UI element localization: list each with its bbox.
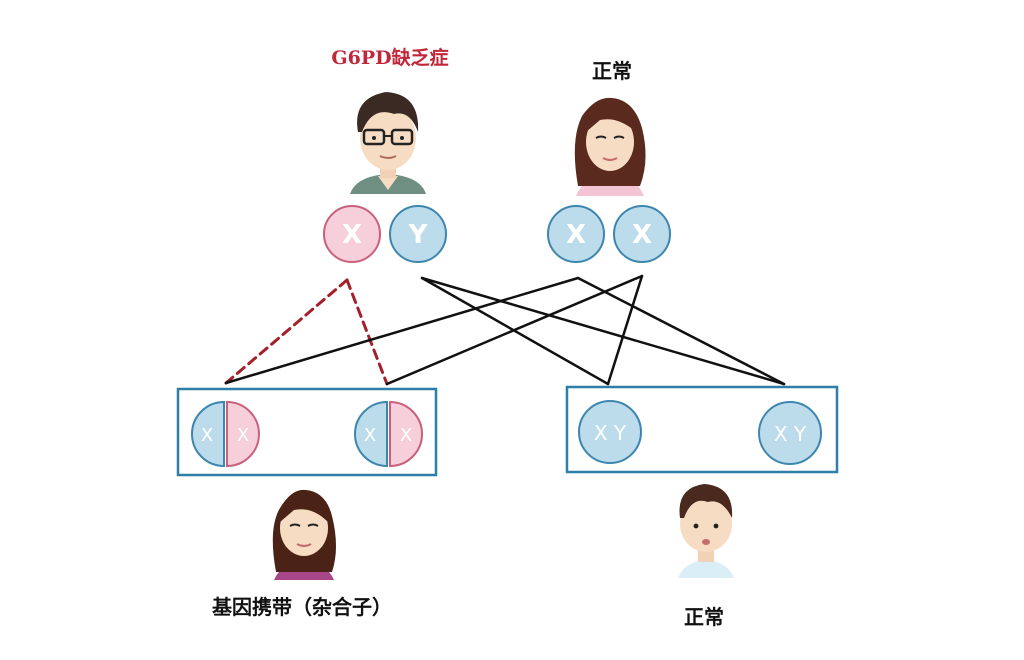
father-avatar-icon: [350, 92, 426, 194]
daughter-avatar-icon: [272, 489, 336, 580]
svg-text:X Y: X Y: [594, 421, 627, 445]
sons-box: [565, 385, 839, 474]
svg-text:X: X: [342, 220, 362, 250]
y-line-son-2: [420, 276, 786, 386]
daughter-label: 基因携带（杂合子）: [212, 595, 392, 619]
inheritance-lines: [224, 274, 786, 386]
mother-label: 正常: [592, 59, 632, 83]
father-y-chromosome: Y: [389, 205, 447, 263]
mother-x1-line-son: [576, 276, 786, 386]
son-genotype-1: X Y: [578, 400, 642, 464]
father-x-chromosome: X: [323, 205, 381, 263]
svg-text:X: X: [566, 220, 586, 250]
svg-text:X: X: [400, 425, 412, 446]
mother-x-chromosome-2: X: [613, 205, 671, 263]
daughter-genotype-1: X X: [191, 400, 260, 468]
svg-text:X: X: [237, 425, 249, 446]
svg-text:X: X: [632, 220, 652, 250]
svg-text:Y: Y: [408, 220, 429, 250]
mother-x1-line-daughter: [224, 276, 580, 385]
son-avatar-icon: [678, 484, 734, 578]
svg-text:X Y: X Y: [774, 422, 807, 446]
mother-avatar-icon: [574, 97, 646, 196]
daughter-genotype-2: X X: [354, 400, 423, 468]
mother-x-chromosome-1: X: [547, 205, 605, 263]
affected-line-daughter-2: [345, 278, 389, 386]
mother-x2-line-son: [606, 274, 644, 386]
father-label: G6PD缺乏症: [331, 46, 448, 69]
svg-text:X: X: [364, 425, 376, 446]
son-label: 正常: [684, 605, 724, 629]
svg-text:X: X: [201, 425, 213, 446]
affected-line-daughter-1: [224, 278, 349, 385]
son-genotype-2: X Y: [758, 401, 822, 465]
daughters-box: [176, 387, 438, 477]
mother-x2-line-daughter: [385, 274, 644, 386]
